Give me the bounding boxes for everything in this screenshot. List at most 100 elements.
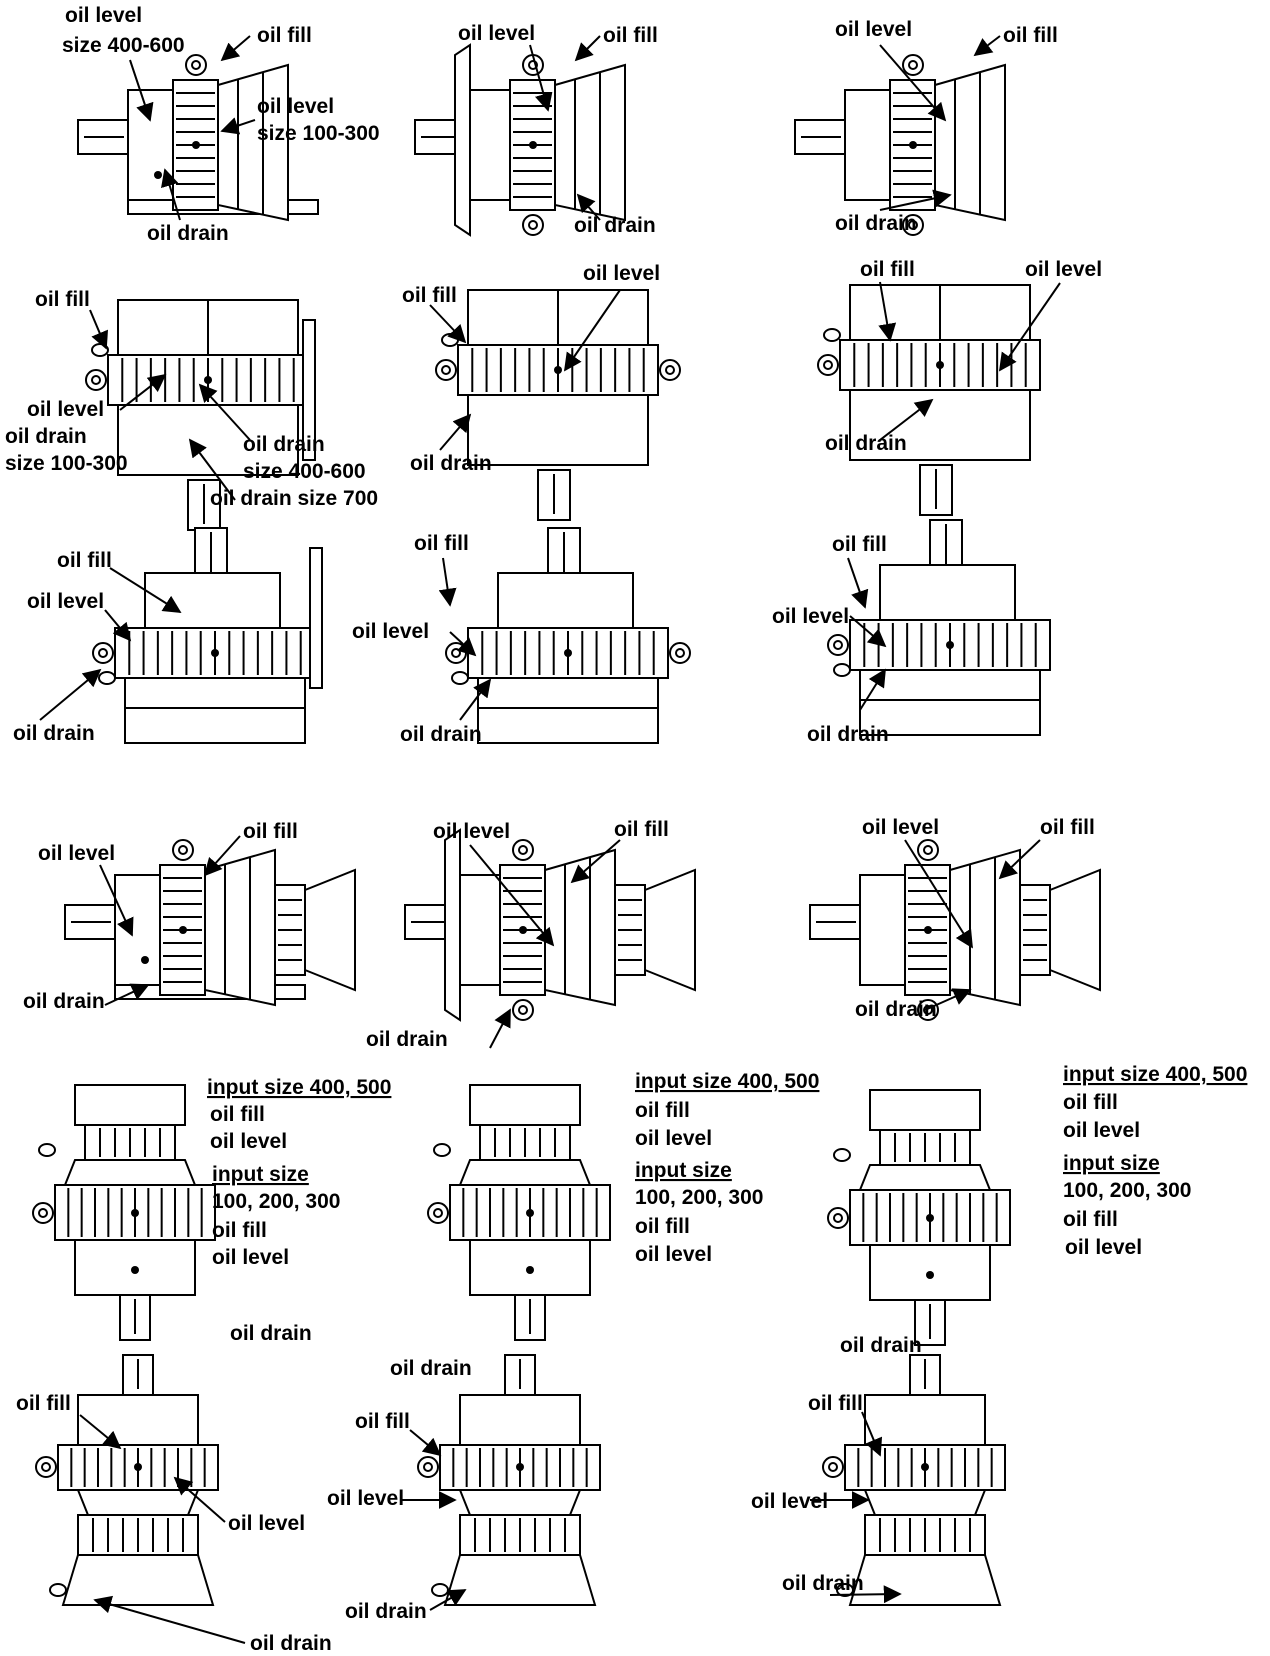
leader-arrow	[849, 615, 887, 648]
diagram-14-label-6: oil fill	[635, 1215, 690, 1238]
leader-arrow	[161, 168, 181, 221]
diagram-13-label-2: oil fill	[210, 1103, 265, 1126]
diagram-11-label-3: oil drain	[366, 1028, 448, 1051]
diagram-12-label-2: oil fill	[1040, 816, 1095, 839]
diagram-15-label-8: oil drain	[840, 1334, 922, 1357]
leader-arrow	[129, 59, 154, 122]
diagram-9-label-1: oil fill	[832, 533, 887, 556]
diagram-13-label-8: oil drain	[230, 1322, 312, 1345]
diagram-2-label-2: oil fill	[603, 24, 658, 47]
diagram-9-label-2: oil level	[772, 605, 849, 628]
diagram-4-label-1: oil fill	[35, 288, 90, 311]
diagram-13-label-7: oil level	[212, 1246, 289, 1269]
diagram-11-label-2: oil fill	[614, 818, 669, 841]
leader-arrow	[861, 1411, 883, 1457]
diagram-18-label-1: oil fill	[808, 1392, 863, 1415]
leader-arrow	[104, 609, 132, 642]
leader-arrow	[104, 983, 150, 1006]
diagram-14-label-7: oil level	[635, 1243, 712, 1266]
diagram-14-label-1: input size 400, 500	[635, 1070, 819, 1093]
leader-arrow	[429, 1589, 467, 1611]
diagram-1-label-6: oil drain	[147, 222, 229, 245]
diagram-1-label-4: oil level	[257, 95, 334, 118]
diagram-15-label-4: input size	[1063, 1152, 1160, 1175]
leader-arrow	[459, 678, 492, 721]
diagram-17-illustration	[417, 1354, 601, 1606]
diagram-13-label-3: oil level	[210, 1130, 287, 1153]
diagram-3-label-2: oil fill	[1003, 24, 1058, 47]
diagram-16-label-3: oil drain	[250, 1632, 332, 1655]
leader-arrow	[998, 282, 1061, 372]
diagram-7-label-2: oil level	[27, 590, 104, 613]
diagram-10-label-1: oil fill	[243, 820, 298, 843]
leader-arrow	[109, 567, 182, 613]
diagram-18-label-2: oil level	[751, 1490, 828, 1513]
diagram-18-label-3: oil drain	[782, 1572, 864, 1595]
diagram-5-label-2: oil level	[583, 262, 660, 285]
diagram-1-label-1: oil level	[65, 4, 142, 27]
diagram-13-label-4: input size	[212, 1163, 309, 1186]
leader-arrow	[438, 557, 457, 607]
diagram-10-illustration	[64, 839, 356, 1007]
leader-arrow	[879, 189, 952, 211]
diagram-4-illustration	[85, 299, 316, 531]
diagram-14-illustration	[427, 1084, 611, 1341]
diagram-10-label-2: oil level	[38, 842, 115, 865]
leader-arrow	[489, 1008, 511, 1049]
diagram-1-label-3: oil fill	[257, 24, 312, 47]
diagram-4-label-7: oil drain size 700	[210, 487, 378, 510]
diagram-12-illustration	[809, 839, 1101, 1021]
diagram-15-label-1: input size 400, 500	[1063, 1063, 1247, 1086]
leader-arrow	[93, 1595, 246, 1644]
leader-arrow	[409, 1429, 442, 1457]
leader-arrow	[924, 988, 972, 1011]
diagram-11-label-1: oil level	[433, 820, 510, 843]
diagram-13-label-6: oil fill	[212, 1219, 267, 1242]
leader-arrow	[879, 398, 934, 441]
diagram-8-illustration	[445, 527, 691, 744]
diagram-7-label-3: oil drain	[13, 722, 95, 745]
leader-arrow	[39, 668, 102, 721]
leader-arrow	[439, 413, 472, 451]
leader-arrow	[904, 839, 973, 949]
diagram-15-label-2: oil fill	[1063, 1091, 1118, 1114]
leader-arrow	[998, 839, 1041, 880]
diagram-15-label-3: oil level	[1063, 1119, 1140, 1142]
diagram-4-label-3: oil drain	[5, 425, 87, 448]
diagram-6-illustration	[817, 284, 1041, 516]
diagram-15-label-5: 100, 200, 300	[1063, 1179, 1191, 1202]
diagram-6-label-3: oil drain	[825, 432, 907, 455]
leader-arrow	[119, 373, 167, 411]
diagram-9-label-3: oil drain	[807, 723, 889, 746]
diagram-5-illustration	[435, 289, 681, 521]
diagram-4-label-2: oil level	[27, 398, 104, 421]
leader-arrow	[563, 289, 621, 372]
diagram-6-label-1: oil fill	[860, 258, 915, 281]
leader-arrow	[570, 839, 621, 884]
leader-arrow	[79, 1414, 122, 1450]
leader-arrow	[574, 35, 601, 62]
diagram-8-label-2: oil level	[352, 620, 429, 643]
leader-arrow	[859, 668, 886, 711]
diagram-12-label-1: oil level	[862, 816, 939, 839]
diagram-7-label-1: oil fill	[57, 549, 112, 572]
diagram-13-illustration	[32, 1084, 216, 1341]
diagram-2-label-1: oil level	[458, 22, 535, 45]
leader-arrow	[203, 835, 241, 877]
leader-arrow	[89, 309, 109, 350]
diagram-14-label-2: oil fill	[635, 1099, 690, 1122]
leader-arrow	[469, 844, 555, 947]
leader-arrow	[879, 44, 947, 122]
diagram-2-label-3: oil drain	[574, 214, 656, 237]
leader-arrow	[878, 281, 897, 342]
diagram-16-label-1: oil fill	[16, 1392, 71, 1415]
diagram-16-illustration	[35, 1354, 219, 1606]
leader-arrow	[529, 44, 553, 112]
leader-arrow	[99, 864, 134, 937]
diagram-1-label-5: size 100-300	[257, 122, 380, 145]
diagram-14-label-3: oil level	[635, 1127, 712, 1150]
diagram-2-illustration	[414, 43, 626, 237]
diagram-12-label-3: oil drain	[855, 998, 937, 1021]
diagram-10-label-3: oil drain	[23, 990, 105, 1013]
